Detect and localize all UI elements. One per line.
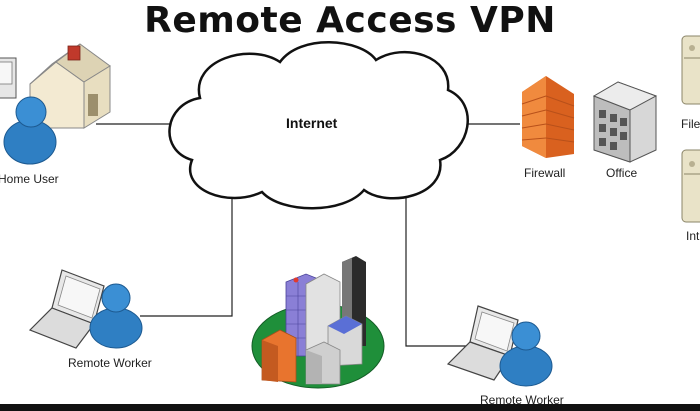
remote-worker-right-label: Remote Worker bbox=[480, 393, 564, 407]
user-icon bbox=[3, 96, 57, 165]
link-remote-worker-left bbox=[140, 195, 233, 317]
city-icon bbox=[251, 256, 385, 389]
intranet-server-label: Int bbox=[686, 229, 700, 243]
computer-icon bbox=[0, 57, 17, 99]
link-remote-worker-right bbox=[405, 190, 470, 347]
laptop-icon bbox=[28, 269, 105, 349]
firewall-label: Firewall bbox=[524, 166, 566, 180]
home-user-label: Home User bbox=[0, 172, 59, 186]
bottom-border bbox=[0, 404, 700, 411]
file-server-label: File bbox=[681, 117, 700, 131]
internet-label: Internet bbox=[286, 115, 338, 131]
server-icon bbox=[681, 35, 700, 105]
internet-cloud bbox=[168, 41, 469, 210]
laptop-icon bbox=[446, 305, 519, 381]
server-icon bbox=[681, 149, 700, 223]
user-icon bbox=[499, 321, 553, 387]
remote-worker-left-label: Remote Worker bbox=[68, 356, 152, 370]
firewall-icon bbox=[521, 76, 575, 158]
user-icon bbox=[89, 283, 143, 349]
office-label: Office bbox=[606, 166, 638, 180]
diagram-title: Remote Access VPN bbox=[144, 0, 556, 41]
office-building-icon bbox=[592, 81, 658, 163]
